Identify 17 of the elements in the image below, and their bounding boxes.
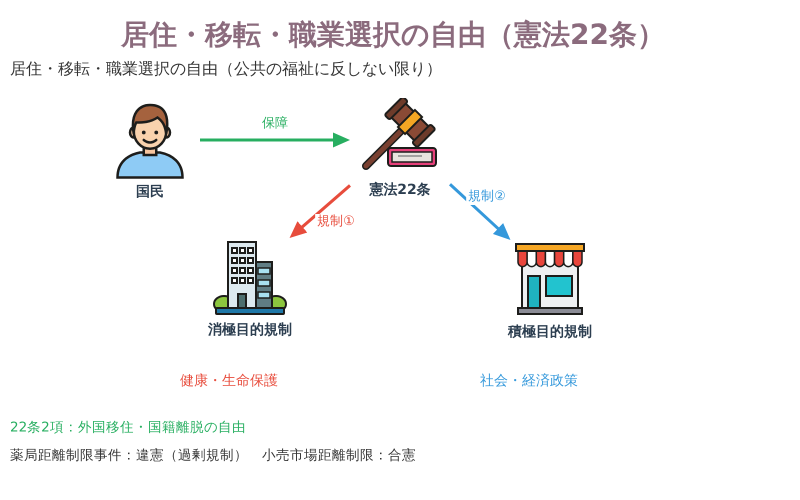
edge-label: 保障 — [260, 116, 290, 132]
node-label: 憲法22条 — [369, 180, 431, 200]
node-label: 国民 — [136, 183, 164, 202]
caption-text: 社会・経済政策 — [480, 372, 578, 390]
arrow — [200, 132, 350, 148]
arrow — [290, 184, 351, 238]
node-label: 消極目的規制 — [208, 321, 292, 340]
note-text: 薬局距離制限事件：違憲（過剰規制） — [10, 447, 248, 465]
edge-label: 規制① — [315, 214, 357, 230]
arrow — [448, 183, 510, 240]
caption-text: 健康・生命保護 — [180, 372, 278, 390]
edge-label: 規制② — [466, 189, 508, 205]
title: 居住・移転・職業選択の自由（憲法22条） — [121, 18, 665, 52]
node-label: 積極目的規制 — [508, 323, 592, 342]
note-text: 22条2項：外国移住・国籍離脱の自由 — [10, 419, 246, 437]
note-text: 小売市場距離制限：合憲 — [262, 447, 416, 465]
subtitle: 居住・移転・職業選択の自由（公共の福祉に反しない限り） — [10, 59, 442, 79]
